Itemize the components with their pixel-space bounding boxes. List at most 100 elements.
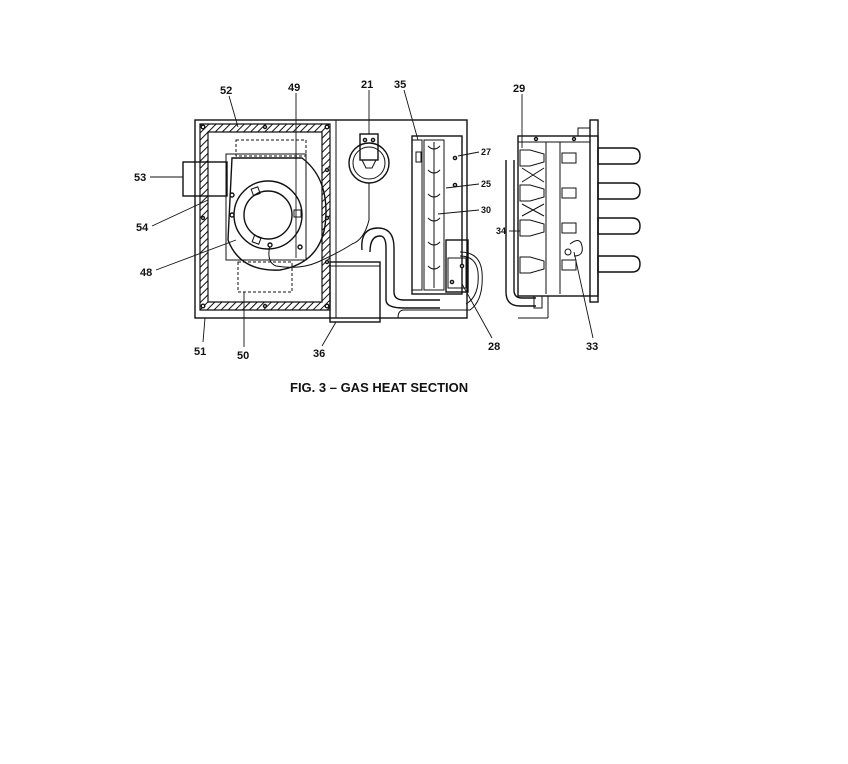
gas-valve-body xyxy=(329,261,381,323)
callout-30: 30 xyxy=(481,205,491,215)
frame-screw xyxy=(324,167,330,173)
supply-pipe xyxy=(513,160,536,299)
frame-screw xyxy=(262,124,268,130)
pressure-switch xyxy=(348,133,390,245)
orifice-fitting xyxy=(561,152,577,164)
frame-screw xyxy=(324,259,330,265)
frame-screw xyxy=(200,303,206,309)
callout-21: 21 xyxy=(361,79,373,91)
control-module xyxy=(447,257,467,289)
outlet-collar xyxy=(182,161,228,197)
frame-screw xyxy=(200,124,206,130)
burner-orifices xyxy=(519,149,577,274)
leader-lines xyxy=(150,89,594,347)
crossover-lines xyxy=(521,167,545,217)
frame-screw xyxy=(200,215,206,221)
frame-screw xyxy=(262,303,268,309)
wire-terminal xyxy=(267,242,273,248)
orifice-fitting xyxy=(561,259,577,271)
leader-28 xyxy=(461,283,493,339)
burner-orifice xyxy=(519,184,545,202)
callout-52: 52 xyxy=(220,85,232,97)
exchanger-screw xyxy=(452,182,458,188)
exchanger-screw xyxy=(452,155,458,161)
exchanger-side-plate xyxy=(411,139,423,291)
callout-29: 29 xyxy=(513,83,525,95)
callout-53: 53 xyxy=(134,172,146,184)
igniter-tip xyxy=(564,248,572,256)
blower-housing-plate xyxy=(225,153,307,261)
module-screw xyxy=(459,263,465,269)
main-housing xyxy=(194,119,468,319)
leader-25 xyxy=(445,183,480,189)
callout-34: 34 xyxy=(496,226,506,236)
switch-tab xyxy=(361,159,377,169)
leader-52 xyxy=(228,95,239,128)
supply-pipe xyxy=(505,160,536,307)
burner-tube xyxy=(597,255,641,273)
callout-35: 35 xyxy=(394,79,406,91)
switch-screw xyxy=(370,137,376,143)
burner-tube xyxy=(597,217,641,235)
control-wires xyxy=(397,251,483,319)
leader-51 xyxy=(202,317,206,343)
blower-outlet xyxy=(182,161,228,197)
insulation-frame xyxy=(199,123,331,311)
orifice-fitting xyxy=(561,222,577,234)
tube-inner xyxy=(369,235,440,309)
leader-54 xyxy=(151,199,209,227)
plate-screw xyxy=(229,212,235,218)
callout-48: 48 xyxy=(140,267,152,279)
burner-orifice xyxy=(519,256,545,274)
control-bracket xyxy=(445,239,469,293)
manifold-screw xyxy=(571,136,577,142)
callout-54: 54 xyxy=(136,222,149,234)
igniter xyxy=(569,240,583,257)
exchanger-core xyxy=(423,139,445,291)
callout-51: 51 xyxy=(194,346,206,358)
burner-assembly xyxy=(505,119,641,319)
leader-36 xyxy=(321,321,337,347)
callout-36: 36 xyxy=(313,348,325,360)
leader-35 xyxy=(403,89,419,141)
callout-labels: 52 49 21 35 29 27 25 30 34 53 54 48 51 5… xyxy=(134,79,598,362)
tube-outer xyxy=(361,227,440,301)
housing-panel xyxy=(194,119,468,319)
leader-48 xyxy=(155,239,237,271)
switch-tube-route xyxy=(351,219,370,245)
callout-25: 25 xyxy=(481,179,491,189)
callout-50: 50 xyxy=(237,350,249,362)
switch-body-inner xyxy=(352,146,386,180)
module-screw xyxy=(449,279,455,285)
blower-bottom-flange xyxy=(237,261,293,293)
switch-body-outer xyxy=(348,142,390,184)
callout-28: 28 xyxy=(488,341,500,353)
burner-tubes xyxy=(597,147,641,273)
insulation-ring xyxy=(199,123,331,311)
motor-mount-ear xyxy=(250,186,261,197)
orifice-fitting xyxy=(561,187,577,199)
callout-27: 27 xyxy=(481,147,491,157)
manifold-top-tab xyxy=(577,127,591,137)
blower-top-flange xyxy=(235,139,307,157)
manifold-end-flange xyxy=(589,119,599,303)
plate-screw xyxy=(297,244,303,250)
plate-screw xyxy=(229,192,235,198)
exchanger-tab xyxy=(415,151,422,163)
burner-tube xyxy=(597,147,641,165)
vent-tubing xyxy=(361,227,440,309)
burner-orifice xyxy=(519,149,545,167)
motor-wire xyxy=(268,243,353,268)
gas-valve xyxy=(329,261,381,323)
manifold-screw xyxy=(533,136,539,142)
leader-27 xyxy=(457,151,480,157)
figure-caption: FIG. 3 – GAS HEAT SECTION xyxy=(290,380,468,395)
callout-33: 33 xyxy=(586,341,598,353)
motor-mount-ear xyxy=(251,234,262,245)
blower-motor-inner xyxy=(243,190,293,240)
burner-orifice xyxy=(519,219,545,237)
heat-exchanger xyxy=(397,135,483,319)
callout-49: 49 xyxy=(288,82,300,94)
manifold-plate xyxy=(517,135,599,297)
